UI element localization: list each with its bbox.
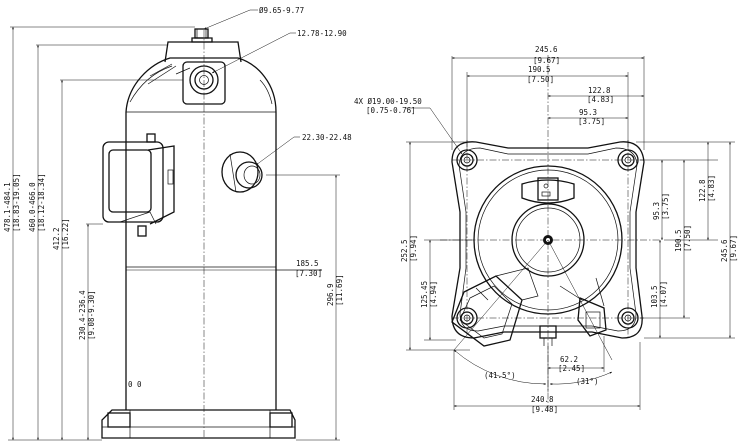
dimension-label: 190.5: [528, 65, 551, 74]
dimension-label: (41.5°): [484, 371, 516, 380]
dimension-label: [7.50]: [683, 225, 692, 252]
dim-base-width: 240.8 [9.48]: [453, 342, 641, 414]
bottom-stub: [539, 325, 557, 346]
dimension-label: 460.0-466.0: [28, 182, 37, 232]
mounting-hole-br: [617, 307, 639, 329]
dimension-label: [3.75]: [661, 193, 670, 220]
terminal-box: [102, 133, 175, 237]
dim-angle-left: (41.5°): [453, 239, 549, 385]
dimension-label: [4.94]: [429, 281, 438, 308]
dim-right-122: 122.8 [4.83]: [698, 141, 716, 241]
dimension-label: [4.83]: [707, 175, 716, 202]
dim-right-245: 245.6 [9.67]: [720, 141, 738, 339]
dimension-label: 22.30-22.48: [302, 133, 352, 142]
dim-suction-height: 412.2 [16.22]: [52, 79, 70, 441]
top-terminal-box: [451, 267, 539, 347]
dimension-label: [11.69]: [335, 274, 344, 306]
dimension-label: [7.50]: [527, 75, 554, 84]
dim-terminal-box-height: 230.4-236.4 [9.08-9.30]: [78, 223, 96, 441]
side-extension-lines: [8, 26, 195, 441]
dim-overall-width: 245.6 [9.67]: [451, 45, 645, 150]
dim-right-190: 190.5 [7.50]: [674, 159, 692, 319]
dimension-label: 296.9: [326, 283, 335, 306]
dimension-label: [2.45]: [558, 364, 585, 373]
dimension-label: 12.78-12.90: [297, 29, 347, 38]
top-view: 245.6 [9.67] 190.5 [7.50] 122.8 [4.83] 9…: [354, 45, 738, 414]
compressor-shell: [125, 112, 277, 410]
suction-fitting: [175, 61, 226, 105]
dim-left-height: 252.5 [9.94]: [400, 141, 476, 351]
dim-discharge-height: 296.9 [11.69]: [266, 174, 344, 441]
base-plate: [101, 409, 296, 439]
dim-center-to-hole: 95.3 [3.75]: [547, 108, 629, 126]
dimension-label: [4.07]: [659, 281, 668, 308]
dim-right-103: 103.5 [4.07]: [650, 239, 668, 339]
dim-body-height: 460.0-466.0 [18.12-18.34]: [28, 44, 46, 441]
dimension-label: [16.22]: [61, 218, 70, 250]
top-fitting: [191, 28, 213, 43]
dimension-label: 103.5: [650, 285, 659, 308]
dimension-label: [7.30]: [295, 269, 322, 278]
dim-bottom-62: 62.2 [2.45]: [547, 336, 605, 392]
dimension-label: [4.83]: [587, 95, 614, 104]
dimension-label: 125.45: [420, 281, 429, 308]
dim-left-inner: 125.45 [4.94]: [420, 239, 474, 341]
dimension-label: 245.6: [720, 239, 729, 262]
dimension-label: 122.8: [588, 86, 611, 95]
dim-half-width: 122.8 [4.83]: [547, 86, 645, 104]
dimension-label: 185.5: [296, 259, 319, 268]
dim-right-extensions: [636, 141, 735, 339]
dimension-label: [9.67]: [729, 235, 738, 262]
dimension-label: [18.12-18.34]: [37, 173, 46, 232]
dimension-label: 190.5: [674, 229, 683, 252]
dimension-label: [9.48]: [531, 405, 558, 414]
dimension-label: 62.2: [560, 355, 578, 364]
dimension-label: 245.6: [535, 45, 558, 54]
dimension-label: 230.4-236.4: [78, 290, 87, 340]
dim-angle-right: (31°): [547, 239, 613, 386]
compressor-dome: [125, 41, 277, 113]
dimension-label: (31°): [576, 377, 599, 386]
dimension-label: [9.08-9.30]: [87, 290, 96, 340]
dimension-label: 240.8: [531, 395, 554, 404]
dim-horizontal-offset: 185.5 [7.30]: [126, 259, 323, 278]
leader-discharge: 22.30-22.48: [255, 133, 352, 166]
leader-suction: 12.78-12.90: [211, 29, 347, 74]
leader-fitting-top: Ø9.65-9.77: [203, 6, 304, 30]
dimension-label: [0.75-0.76]: [366, 106, 416, 115]
dimension-label: 478.1-484.1: [3, 182, 12, 232]
dim-hole-spacing: 190.5 [7.50]: [466, 65, 629, 150]
leader-mount-holes: 4X Ø19.00-19.50 [0.75-0.76]: [354, 97, 463, 155]
dimension-label: Ø9.65-9.77: [259, 6, 304, 15]
side-note-text: 0 0: [128, 380, 142, 389]
dimension-label: 95.3: [652, 202, 661, 220]
side-view: 0 0 478.1-484.1 [18.83-19.05] 460.0-466.…: [3, 6, 352, 441]
dimension-label: 412.2: [52, 227, 61, 250]
dimension-label: 4X Ø19.00-19.50: [354, 97, 422, 106]
dimension-label: [9.67]: [533, 56, 560, 65]
dimension-label: [3.75]: [578, 117, 605, 126]
dimension-label: 252.5: [400, 239, 409, 262]
dim-overall-height: 478.1-484.1 [18.83-19.05]: [3, 26, 21, 441]
dimension-label: [9.94]: [409, 235, 418, 262]
dim-right-95: 95.3 [3.75]: [652, 159, 670, 241]
top-suction-block: [521, 177, 575, 204]
mounting-base-outline: [451, 141, 645, 339]
discharge-fitting: [221, 151, 263, 193]
dimension-label: 122.8: [698, 179, 707, 202]
dimension-label: [18.83-19.05]: [12, 173, 21, 232]
dimension-label: 95.3: [579, 108, 597, 117]
top-discharge-fitting: [559, 277, 607, 337]
